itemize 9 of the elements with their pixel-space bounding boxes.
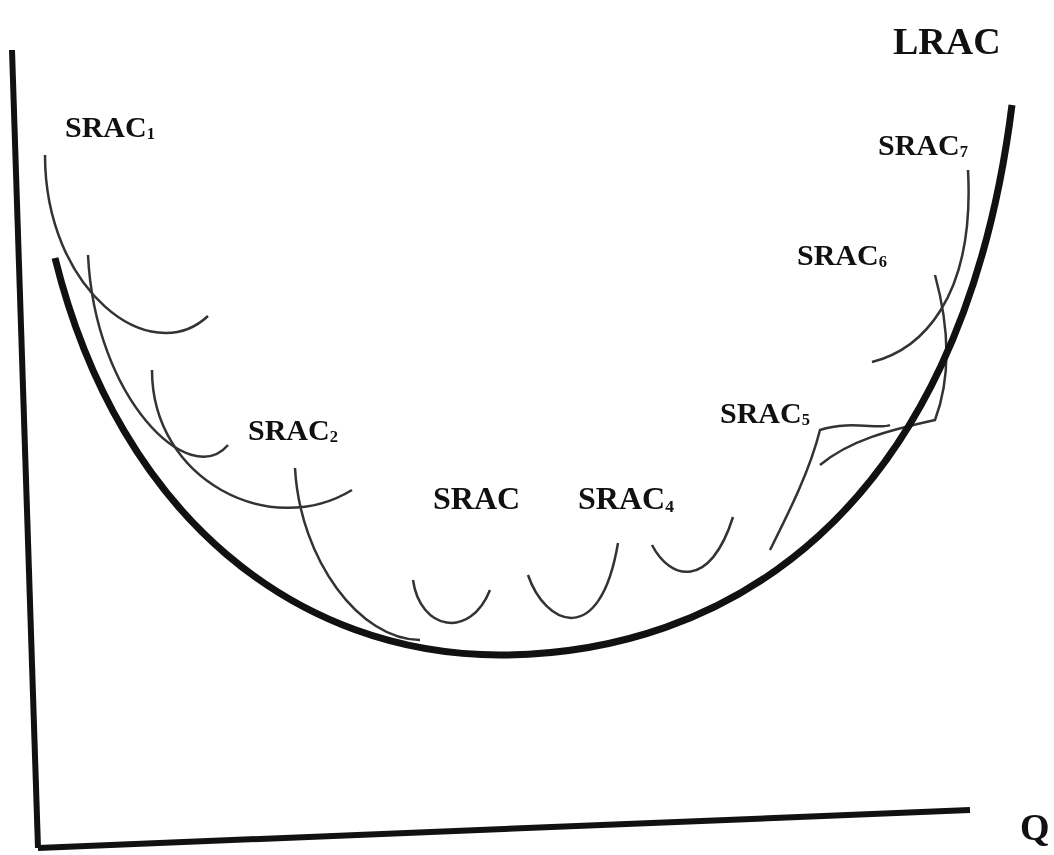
curve-label: SRAC$_{7}$ (878, 130, 968, 161)
curve-label: SRAC$_{4}$ (578, 482, 674, 516)
curve-label: LRAC (893, 22, 1001, 60)
curve-label: SRAC$_{1}$ (65, 112, 155, 143)
axis-label: Q (1020, 808, 1050, 846)
curve-label: SRAC (433, 482, 521, 514)
curve-label: SRAC$_{6}$ (797, 240, 887, 271)
curve-label: SRAC$_{5}$ (720, 398, 810, 429)
curve-label: SRAC$_{2}$ (248, 415, 338, 446)
